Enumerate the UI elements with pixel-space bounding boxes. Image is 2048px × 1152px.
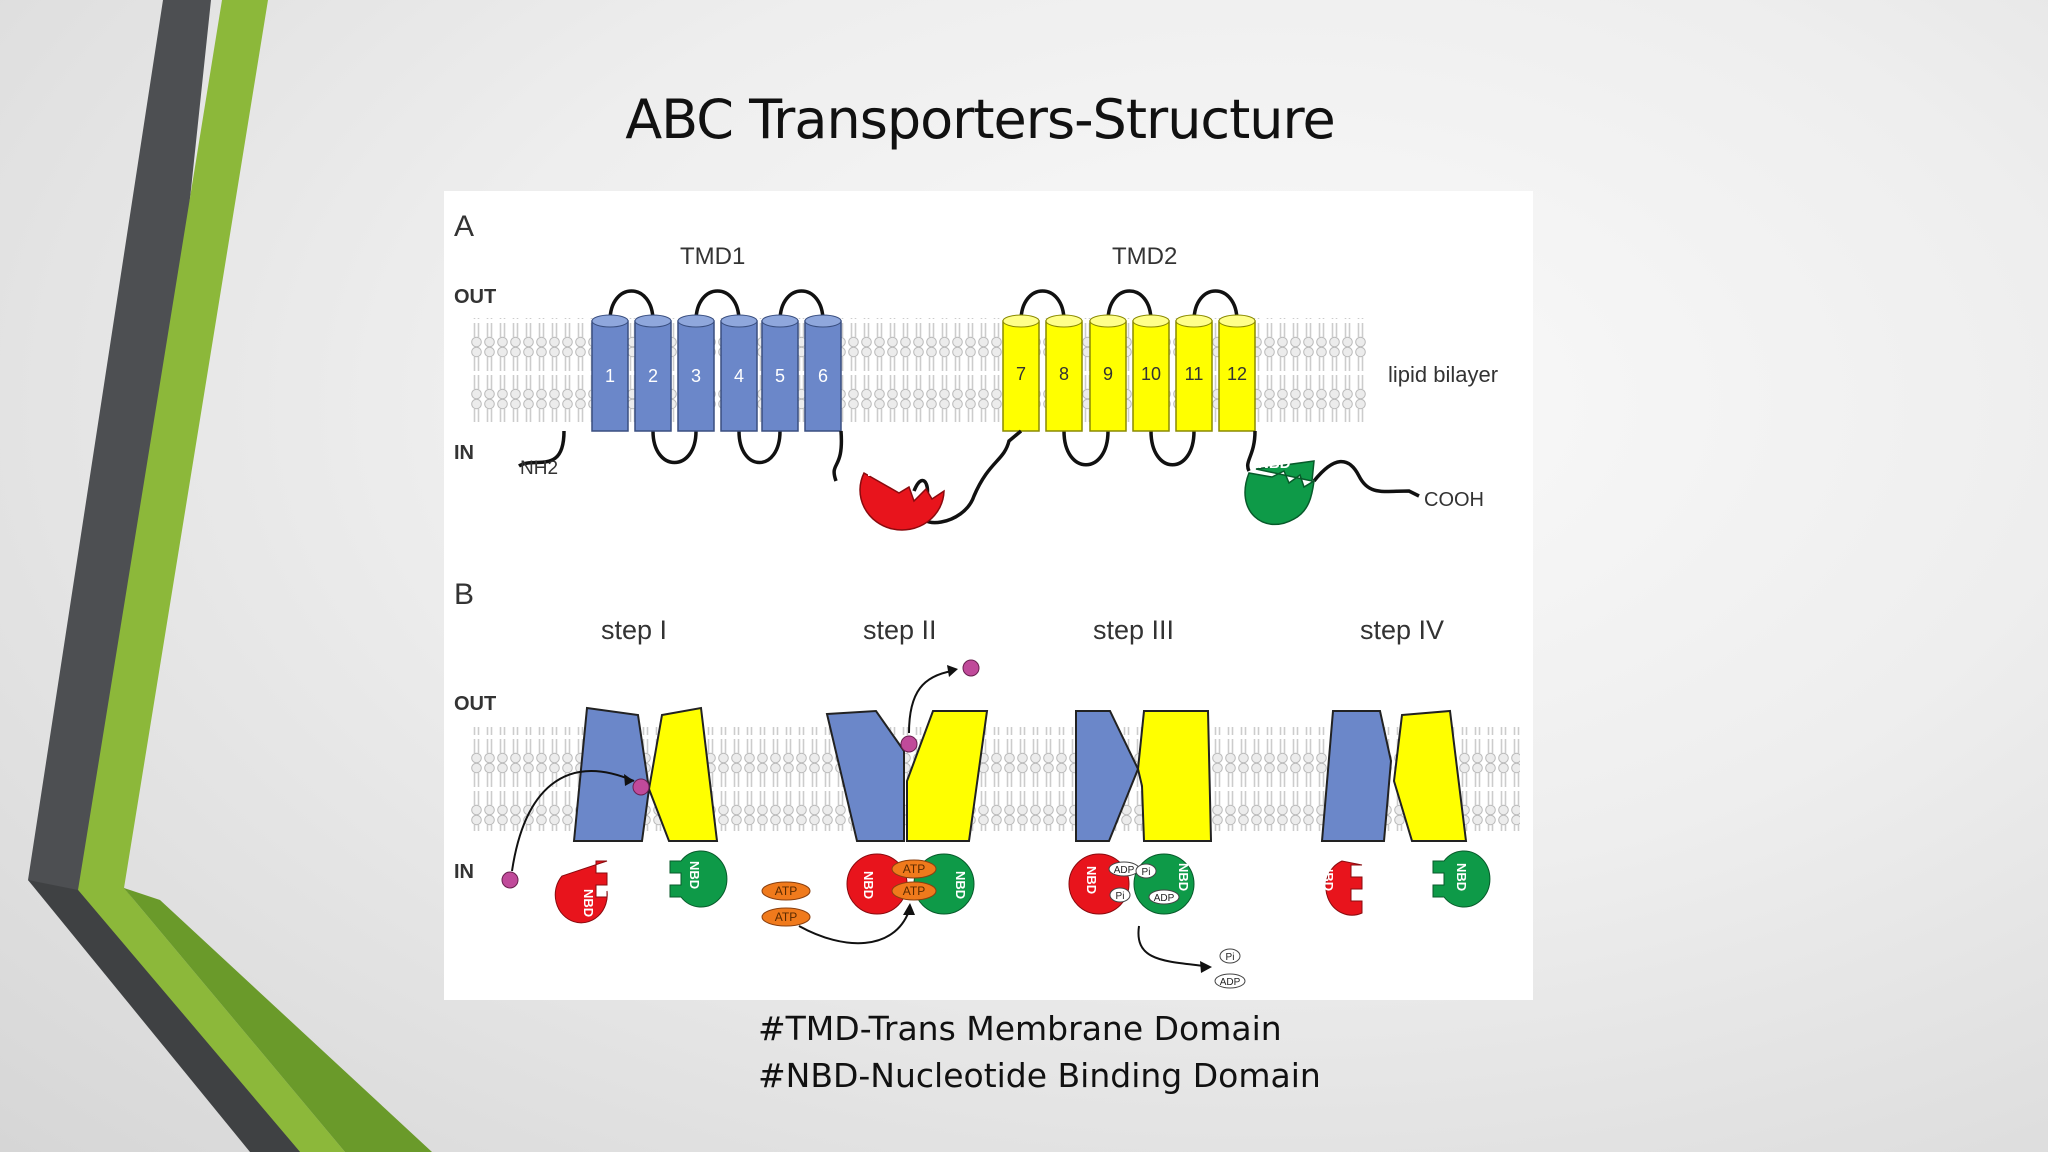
lipid-bilayer-label: lipid bilayer: [1388, 362, 1498, 387]
step-1-nbd-green-label: NBD: [687, 861, 702, 889]
step-4-nbd-red-label: NBD: [1321, 863, 1336, 891]
panel-b-out-label: OUT: [454, 693, 496, 715]
nbd2-label: NBD: [1258, 455, 1291, 472]
helix-4: [720, 314, 758, 432]
step-3-nbd-red-label: NBD: [1084, 866, 1099, 894]
helix-12: [1218, 314, 1256, 432]
linker-chain-2: [1246, 430, 1420, 498]
step-4-label: step IV: [1360, 615, 1444, 645]
adp-label-2: ADP: [1154, 893, 1175, 904]
helix-5-label: 5: [775, 366, 785, 386]
step-3-nbd-green-label: NBD: [1176, 863, 1191, 891]
step-2-label: step II: [863, 615, 937, 645]
step-1-label: step I: [601, 615, 667, 645]
pi-label-2: Pi: [1142, 867, 1151, 878]
step-4-transporter: [1320, 709, 1491, 916]
helix-9-label: 9: [1103, 364, 1113, 384]
footnote-nbd: #NBD-Nucleotide Binding Domain: [758, 1056, 1321, 1095]
helix-12-label: 12: [1227, 364, 1247, 384]
step-2-nbd-red-label: NBD: [861, 871, 876, 899]
green-accent-stripe: [78, 0, 345, 1152]
helix-2: [634, 314, 672, 432]
tmd1-inner-loops: [518, 430, 782, 468]
tmd2-label: TMD2: [1112, 243, 1177, 270]
helix-11-label: 11: [1185, 364, 1204, 384]
panel-a-in-label: IN: [454, 442, 474, 464]
linker-chain-1: [832, 429, 1023, 525]
nbd2-domain: [1244, 460, 1315, 526]
footnote-tmd: #TMD-Trans Membrane Domain: [758, 1009, 1282, 1048]
pi-label-1: Pi: [1116, 891, 1125, 902]
tmd1-helices: [591, 314, 842, 432]
panel-b: B OUT IN step I step II step III step IV…: [454, 578, 1520, 989]
helix-8-label: 8: [1059, 364, 1069, 384]
helix-6: [804, 314, 842, 432]
atp-label-2: ATP: [775, 910, 797, 924]
dark-lower-stripe: [28, 880, 300, 1152]
tmd1-label: TMD1: [680, 243, 745, 270]
atp-label-4: ATP: [903, 884, 925, 898]
helix-2-label: 2: [648, 366, 658, 386]
atp-label-3: ATP: [903, 862, 925, 876]
helix-6-label: 6: [818, 366, 828, 386]
helix-5: [761, 314, 799, 432]
panel-b-in-label: IN: [454, 861, 474, 883]
helix-1-label: 1: [605, 366, 615, 386]
adp-label-1: ADP: [1114, 865, 1135, 876]
tmd2-loops: [1019, 289, 1239, 322]
step-2-nbd-green-label: NBD: [953, 871, 968, 899]
step-1-nbd-red-label: NBD: [581, 889, 596, 917]
abc-transporter-figure: A OUT IN TMD1 TMD2 1 2 3 4 5 6: [444, 191, 1533, 1000]
panel-a-out-label: OUT: [454, 286, 496, 308]
helix-9: [1089, 314, 1127, 432]
helix-11: [1175, 314, 1213, 432]
step-3-transporter: [1068, 710, 1246, 989]
slide-title: ABC Transporters-Structure: [625, 88, 1336, 151]
helix-10-label: 10: [1141, 364, 1161, 384]
adp-label-3: ADP: [1220, 977, 1241, 988]
helix-7-label: 7: [1016, 364, 1026, 384]
helix-8: [1045, 314, 1083, 432]
c-terminus-label: COOH: [1424, 489, 1484, 511]
tmd2-inner-loops: [1062, 430, 1196, 467]
helix-3-label: 3: [691, 366, 701, 386]
panel-a-label: A: [454, 210, 474, 243]
footnotes: #TMD-Trans Membrane Domain #NBD-Nucleoti…: [758, 1005, 1321, 1099]
nbd1-label: NBD: [867, 463, 900, 480]
tmd1-loops: [608, 289, 825, 322]
pi-label-3: Pi: [1226, 952, 1235, 963]
helix-1: [591, 314, 629, 432]
panel-b-label: B: [454, 578, 474, 611]
step-4-nbd-green-label: NBD: [1454, 863, 1469, 891]
helix-4-label: 4: [734, 366, 744, 386]
green-lower-stripe: [124, 888, 432, 1152]
step-2-transporter: [761, 659, 989, 945]
n-terminus-label: NH2: [520, 458, 558, 479]
helix-3: [677, 314, 715, 432]
step-3-label: step III: [1093, 615, 1174, 645]
nbd1-domain: [859, 471, 945, 531]
step-1-transporter: [501, 706, 728, 924]
helix-10: [1132, 314, 1170, 432]
atp-label-1: ATP: [775, 884, 797, 898]
panel-a: A OUT IN TMD1 TMD2 1 2 3 4 5 6: [454, 210, 1498, 531]
